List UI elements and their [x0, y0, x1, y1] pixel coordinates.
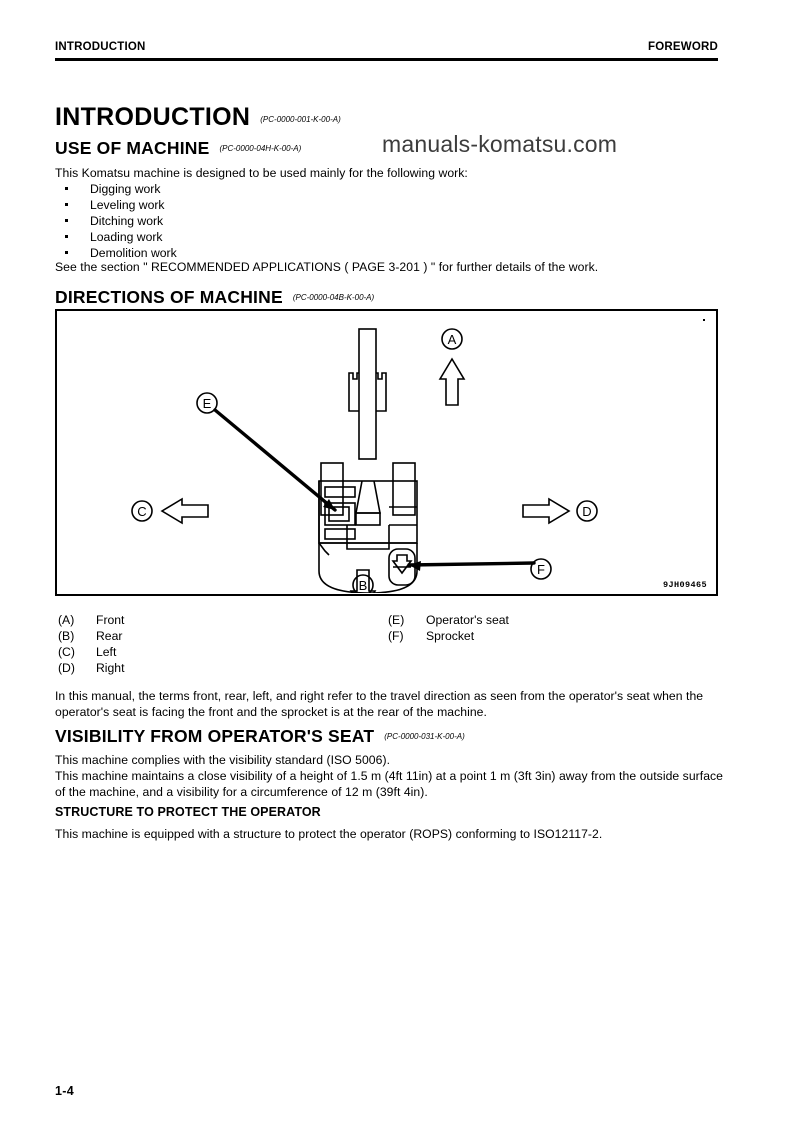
use-of-machine-heading-text: USE OF MACHINE: [55, 138, 210, 158]
legend-key: (D): [58, 661, 75, 675]
visibility-body: This machine complies with the visibilit…: [55, 753, 723, 799]
page-title-code: (PC-0000-001-K-00-A): [260, 115, 341, 124]
legend-item: (D) Right: [58, 660, 124, 676]
bullet-dot-icon: [65, 219, 68, 222]
legend-key: (E): [388, 613, 405, 627]
section-heading-use-of-machine: USE OF MACHINE (PC-0000-04H-K-00-A): [55, 138, 301, 159]
callout-label-f: F: [537, 562, 545, 577]
list-item: Leveling work: [62, 197, 177, 213]
legend-key: (B): [58, 629, 75, 643]
legend-item: (E) Operator's seat: [388, 612, 509, 628]
legend-label: Front: [96, 613, 125, 627]
recommended-applications-reference: See the section " RECOMMENDED APPLICATIO…: [55, 260, 599, 274]
list-item-label: Digging work: [90, 182, 161, 196]
bullet-dot-icon: [65, 235, 68, 238]
use-of-machine-intro: This Komatsu machine is designed to be u…: [55, 166, 468, 180]
watermark: manuals-komatsu.com: [382, 131, 618, 157]
legend-label: Rear: [96, 629, 123, 643]
header-chapter-label: FOREWORD: [648, 41, 718, 53]
section-heading-visibility: VISIBILITY FROM OPERATOR'S SEAT (PC-0000-…: [55, 726, 465, 747]
legend-label: Sprocket: [426, 629, 475, 643]
directions-note: In this manual, the terms front, rear, l…: [55, 689, 704, 719]
list-item: Loading work: [62, 229, 177, 245]
legend-label: Right: [96, 661, 125, 675]
visibility-heading-text: VISIBILITY FROM OPERATOR'S SEAT: [55, 726, 375, 746]
legend-item: (B) Rear: [58, 628, 124, 644]
header-rule: [55, 58, 718, 61]
page-title-text: INTRODUCTION: [55, 103, 251, 131]
legend-label: Left: [96, 645, 117, 659]
list-item-label: Loading work: [90, 230, 163, 244]
bullet-dot-icon: [65, 203, 68, 206]
legend-item: (F) Sprocket: [388, 628, 509, 644]
legend-item: (A) Front: [58, 612, 124, 628]
work-type-list: Digging work Leveling work Ditching work…: [62, 181, 177, 261]
rops-statement: This machine is equipped with a structur…: [55, 827, 603, 841]
callout-label-d: D: [582, 504, 591, 519]
bullet-dot-icon: [65, 251, 68, 254]
page-title: INTRODUCTION (PC-0000-001-K-00-A): [55, 103, 341, 132]
figure-speck: [703, 319, 705, 321]
figure-reference-code: 9JH09465: [662, 580, 707, 590]
figure-legend-left: (A) Front (B) Rear (C) Left (D) Right: [58, 612, 124, 676]
callout-label-a: A: [448, 332, 457, 347]
excavator-top-view-diagram: A B C D E F: [131, 328, 598, 593]
machine-directions-figure: A B C D E F 9JH09465: [55, 309, 718, 596]
header-section-label: INTRODUCTION: [55, 41, 146, 53]
bullet-dot-icon: [65, 187, 68, 190]
directions-heading-text: DIRECTIONS OF MACHINE: [55, 287, 283, 307]
legend-key: (C): [58, 645, 75, 659]
list-item-label: Leveling work: [90, 198, 165, 212]
list-item: Digging work: [62, 181, 177, 197]
visibility-code: (PC-0000-031-K-00-A): [384, 732, 465, 741]
use-of-machine-code: (PC-0000-04H-K-00-A): [219, 144, 302, 153]
list-item-label: Ditching work: [90, 214, 164, 228]
legend-key: (F): [388, 629, 404, 643]
callout-label-b: B: [359, 578, 368, 593]
running-header: INTRODUCTION FOREWORD: [55, 41, 718, 63]
callout-label-e: E: [203, 396, 212, 411]
list-item: Ditching work: [62, 213, 177, 229]
page-number: 1-4: [55, 1084, 74, 1098]
subheading-structure-to-protect-operator: STRUCTURE TO PROTECT THE OPERATOR: [55, 805, 321, 819]
section-heading-directions-of-machine: DIRECTIONS OF MACHINE (PC-0000-04B-K-00-A…: [55, 287, 374, 308]
list-item: Demolition work: [62, 245, 177, 261]
figure-legend-right: (E) Operator's seat (F) Sprocket: [388, 612, 509, 644]
list-item-label: Demolition work: [90, 246, 177, 260]
legend-key: (A): [58, 613, 75, 627]
legend-item: (C) Left: [58, 644, 124, 660]
callout-label-c: C: [137, 504, 146, 519]
directions-code: (PC-0000-04B-K-00-A): [292, 293, 375, 302]
legend-label: Operator's seat: [426, 613, 509, 627]
